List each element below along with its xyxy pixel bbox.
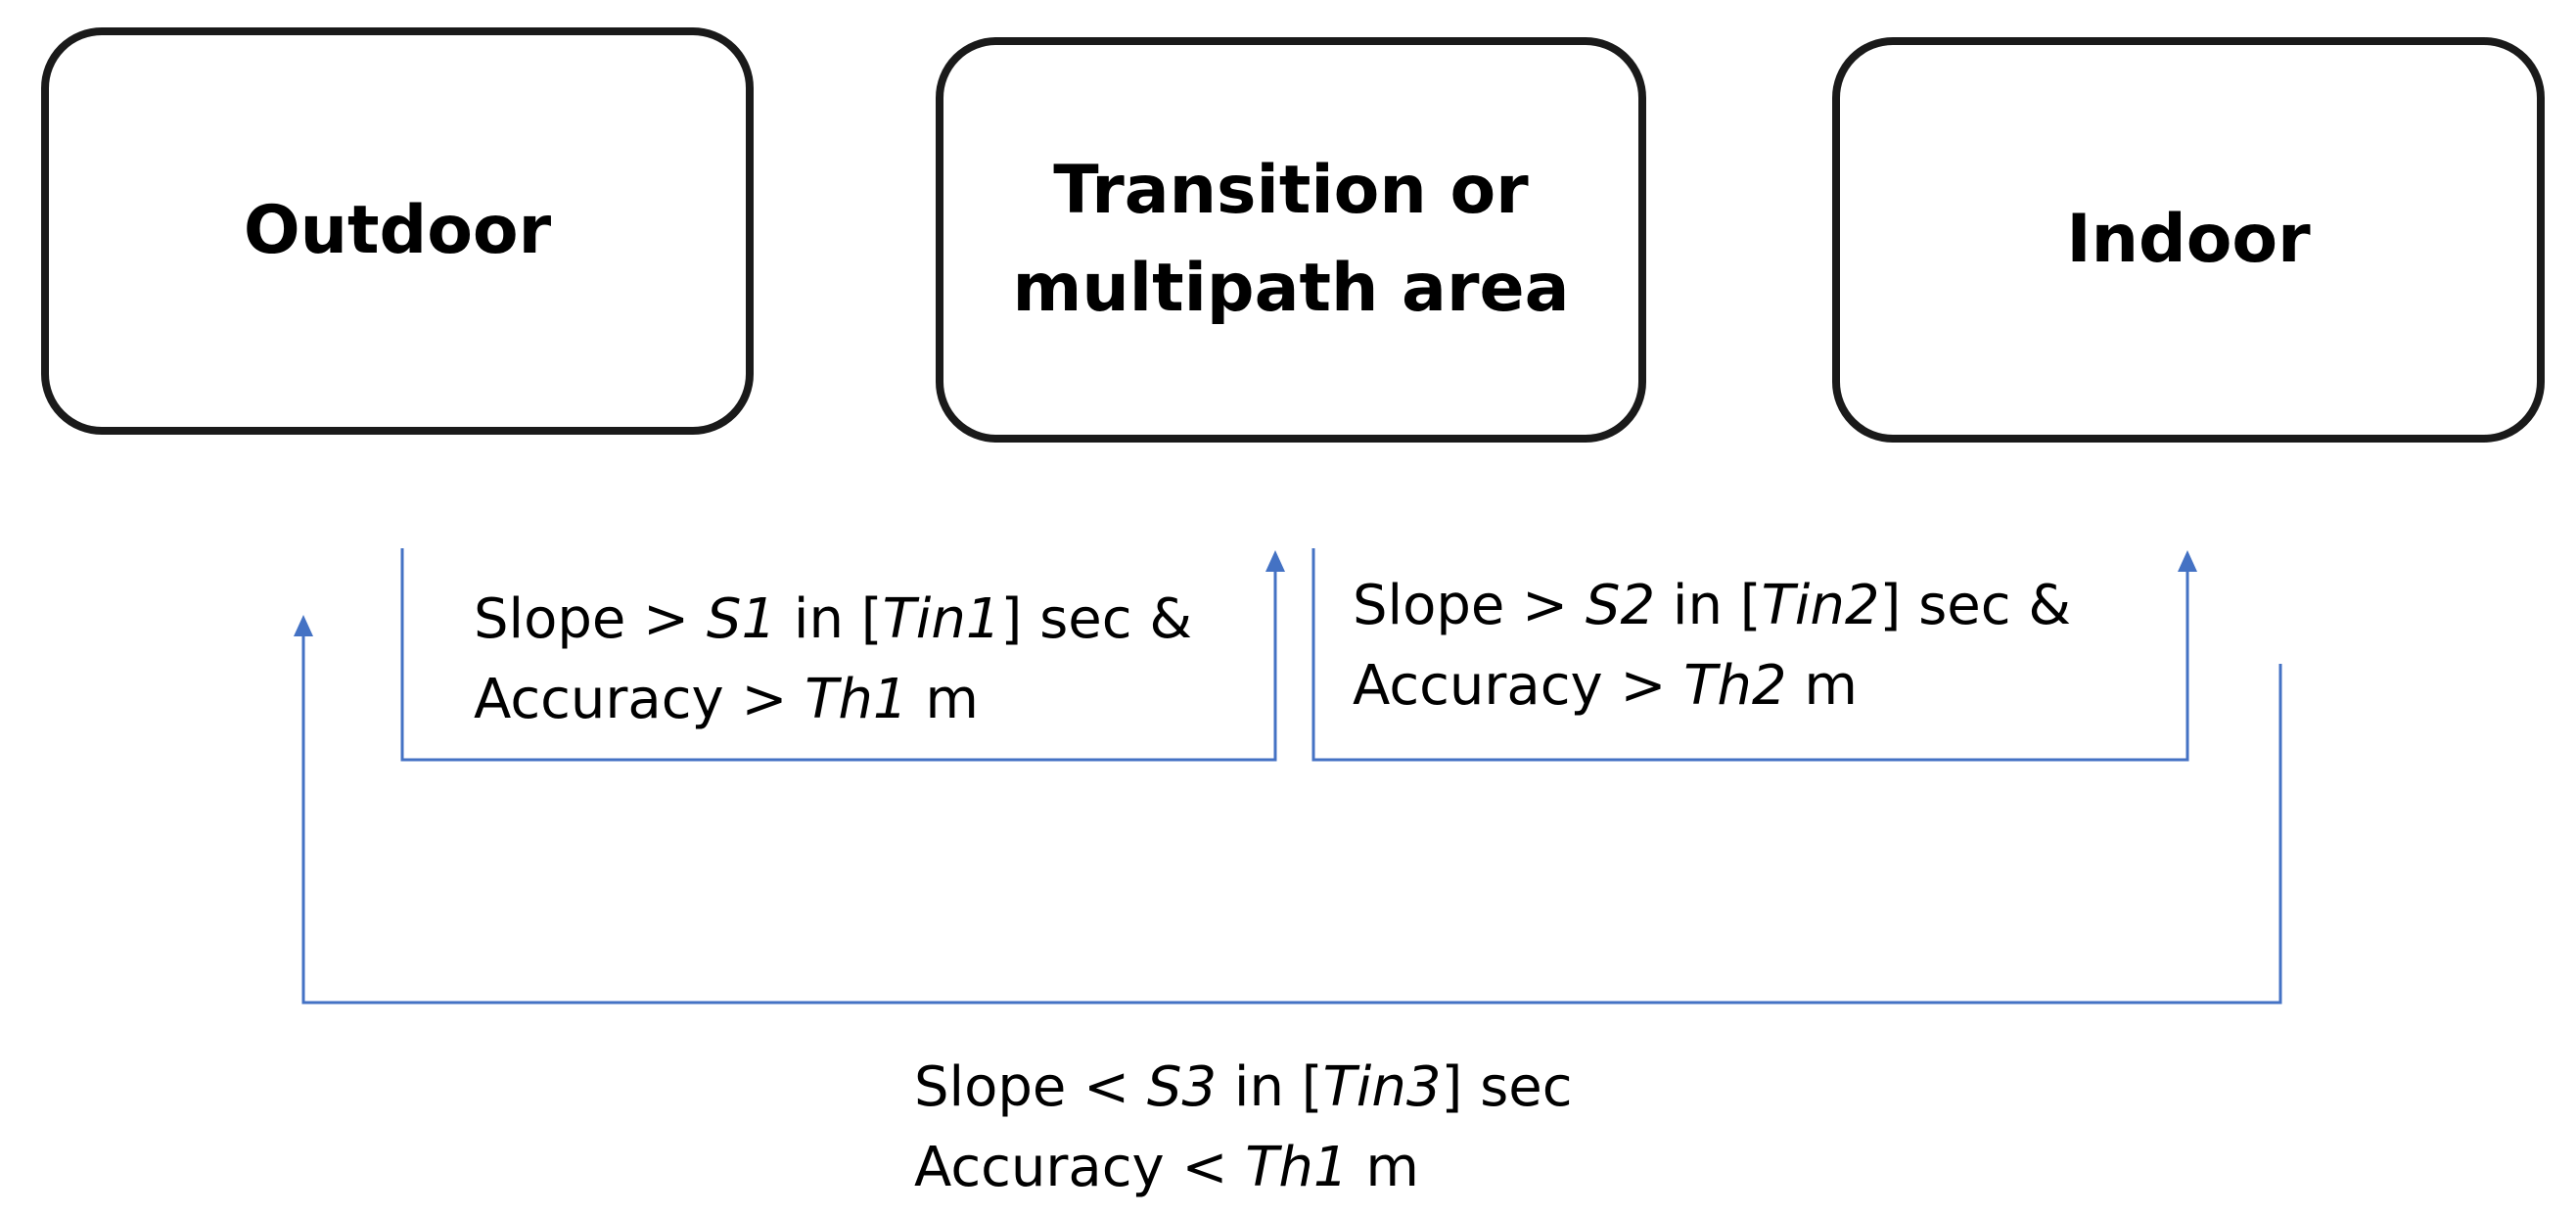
indoor-to-outdoor-arrowhead: [294, 615, 313, 636]
indoor-to-outdoor-condition: Slope < S3 in [Tin3] sec Accuracy < Th1 …: [914, 1048, 1573, 1208]
condition-line: Slope > S2 in [Tin2] sec &: [1353, 574, 2072, 637]
transition-label: Transition or multipath area: [1012, 152, 1570, 327]
indoor-to-outdoor-arrow: [301, 636, 2282, 1005]
outdoor-label: Outdoor: [243, 192, 552, 269]
outdoor-to-transition-arrowhead: [1265, 550, 1285, 572]
transition-state-box: Transition or multipath area: [936, 37, 1646, 443]
indoor-label: Indoor: [2066, 201, 2311, 278]
outdoor-to-transition-condition: Slope > S1 in [Tin1] sec & Accuracy > Th…: [474, 580, 1192, 740]
indoor-state-box: Indoor: [1832, 37, 2545, 443]
outdoor-state-box: Outdoor: [41, 27, 754, 435]
condition-line: Accuracy < Th1 m: [914, 1136, 1419, 1199]
transition-to-indoor-condition: Slope > S2 in [Tin2] sec & Accuracy > Th…: [1353, 566, 2071, 726]
condition-line: Accuracy > Th2 m: [1353, 654, 1858, 718]
condition-line: Slope > S1 in [Tin1] sec &: [474, 587, 1193, 651]
transition-to-indoor-arrowhead: [2178, 550, 2197, 572]
transition-to-indoor-arrow: [1311, 548, 2189, 762]
outdoor-to-transition-arrow: [400, 548, 1277, 762]
condition-line: Accuracy > Th1 m: [474, 668, 979, 731]
condition-line: Slope < S3 in [Tin3] sec: [914, 1055, 1573, 1119]
